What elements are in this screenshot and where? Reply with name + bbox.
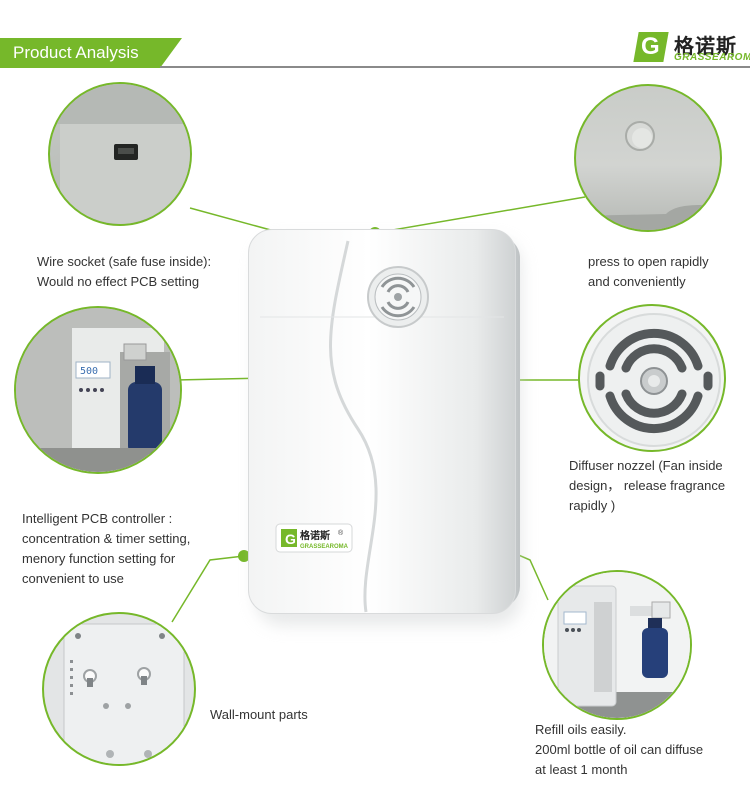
detail-circle-diffuser-nozzle: [578, 304, 726, 452]
svg-text:GRASSEAROMA: GRASSEAROMA: [300, 544, 349, 550]
caption-pcb-controller: Intelligent PCB controller : concentrati…: [22, 511, 191, 586]
marker-dot-wall-mount: [238, 550, 250, 562]
svg-text:500: 500: [80, 366, 98, 377]
press-button-icon: [576, 121, 720, 230]
section-title: Product Analysis: [13, 43, 139, 62]
device-wave-seam: [329, 240, 378, 613]
wall-mount-icon: [63, 623, 185, 764]
device-details: G 格诺斯 ® GRASSEAROMA: [260, 240, 504, 613]
caption-press-button: press to open rapidly and conveniently: [588, 254, 709, 289]
detail-circle-refill: [542, 570, 692, 720]
detail-circle-pcb-controller: 500: [14, 306, 182, 474]
caption-diffuser-nozzle: Diffuser nozzel (Fan inside design， rele…: [569, 458, 726, 513]
header-divider: [160, 66, 750, 68]
wire-socket-icon: [50, 84, 190, 224]
detail-circle-wall-mount: [42, 612, 196, 766]
caption-wire-socket: Wire socket (safe fuse inside): Would no…: [37, 254, 212, 289]
caption-refill: Refill oils easily. 200ml bottle of oil …: [535, 722, 704, 777]
section-title-banner: Product Analysis: [0, 38, 160, 68]
detail-circle-wire-socket: [48, 82, 192, 226]
detail-circle-press-button: [574, 84, 722, 232]
svg-text:格诺斯: 格诺斯: [300, 529, 330, 542]
connector-press-button: [374, 196, 586, 234]
banner-tail-decoration: [160, 38, 182, 68]
svg-text:G: G: [285, 531, 296, 547]
diffuser-nozzle-icon: [587, 313, 721, 447]
connector-wall-mount: [171, 555, 245, 623]
brand-logo: G 格诺斯 GRASSEAROMA: [633, 30, 750, 66]
brand-name-english: GRASSEAROMA: [674, 52, 750, 63]
brand-name-chinese: 格诺斯: [674, 36, 737, 58]
refill-bottle-icon: [544, 572, 690, 718]
device-nozzle-icon: [367, 266, 429, 328]
svg-text:®: ®: [338, 529, 344, 537]
device-badge: G 格诺斯 ® GRASSEAROMA: [275, 523, 353, 553]
pcb-controller-icon: 500: [16, 308, 180, 472]
caption-wall-mount: Wall-mount parts: [210, 707, 308, 722]
